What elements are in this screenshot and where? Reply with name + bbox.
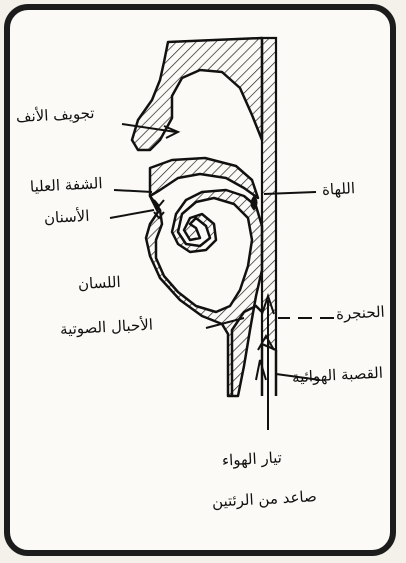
leader-upper-lip <box>114 190 152 192</box>
leader-teeth <box>110 210 154 218</box>
label-nasal-cavity: تجويف الأنف <box>16 106 95 125</box>
label-tongue: اللسان <box>78 275 121 292</box>
tongue-neck-shape <box>146 190 262 396</box>
label-teeth: الأسنان <box>44 209 90 226</box>
nasal-block-shape <box>132 38 262 150</box>
label-larynx: الحنجرة <box>336 305 385 323</box>
label-upper-lip: الشفة العليا <box>30 176 103 195</box>
label-uvula: اللهاة <box>322 181 356 198</box>
label-airflow-line1: تيار الهواء <box>222 450 283 468</box>
